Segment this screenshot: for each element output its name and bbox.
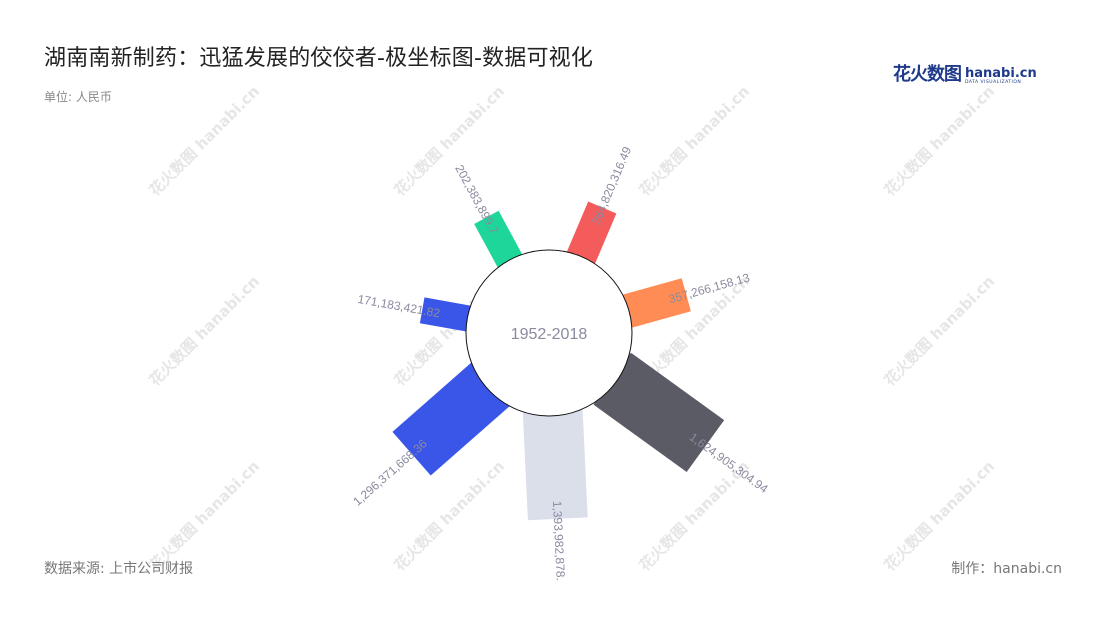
center-circle bbox=[465, 249, 633, 417]
bar-rect[interactable] bbox=[522, 409, 588, 521]
brand-logo: 花火数图 hanabi.cn DATA VISUALIZATION bbox=[893, 60, 1037, 86]
value-label: 1,624,905,304.94 bbox=[687, 430, 771, 496]
bar-rect[interactable] bbox=[565, 201, 617, 268]
bar[interactable] bbox=[619, 278, 691, 329]
value-label: 171,183,421.82 bbox=[357, 292, 442, 321]
bar-rect[interactable] bbox=[392, 362, 510, 476]
page-title: 湖南南新制药：迅猛发展的佼佼者-极坐标图-数据可视化 bbox=[44, 46, 594, 71]
bar[interactable] bbox=[522, 409, 588, 521]
bar[interactable] bbox=[392, 362, 510, 476]
logo-en-block: hanabi.cn DATA VISUALIZATION bbox=[965, 67, 1037, 86]
bar-rect[interactable] bbox=[619, 278, 691, 329]
bar[interactable] bbox=[474, 210, 525, 272]
value-label: 1,296,371,668.36 bbox=[350, 436, 430, 508]
credit: 制作：hanabi.cn bbox=[951, 561, 1062, 577]
bar-group bbox=[392, 201, 725, 521]
logo-en-text: hanabi.cn bbox=[965, 66, 1037, 81]
bar[interactable] bbox=[565, 201, 617, 268]
value-label: 357,266,158.13 bbox=[667, 270, 751, 306]
logo-cn-text: 花火数图 bbox=[893, 64, 962, 85]
data-source: 数据来源: 上市公司财报 bbox=[44, 561, 194, 577]
value-label: 1,393,982,878. bbox=[550, 500, 568, 581]
center-label: 1952-2018 bbox=[511, 326, 588, 343]
bar[interactable] bbox=[419, 297, 475, 333]
bar[interactable] bbox=[593, 352, 725, 472]
bar-rect[interactable] bbox=[419, 297, 475, 333]
logo-sub-text: DATA VISUALIZATION bbox=[965, 80, 1022, 85]
bar-rect[interactable] bbox=[474, 210, 525, 272]
unit-label: 单位: 人民币 bbox=[44, 90, 112, 104]
bar-rect[interactable] bbox=[593, 352, 725, 472]
